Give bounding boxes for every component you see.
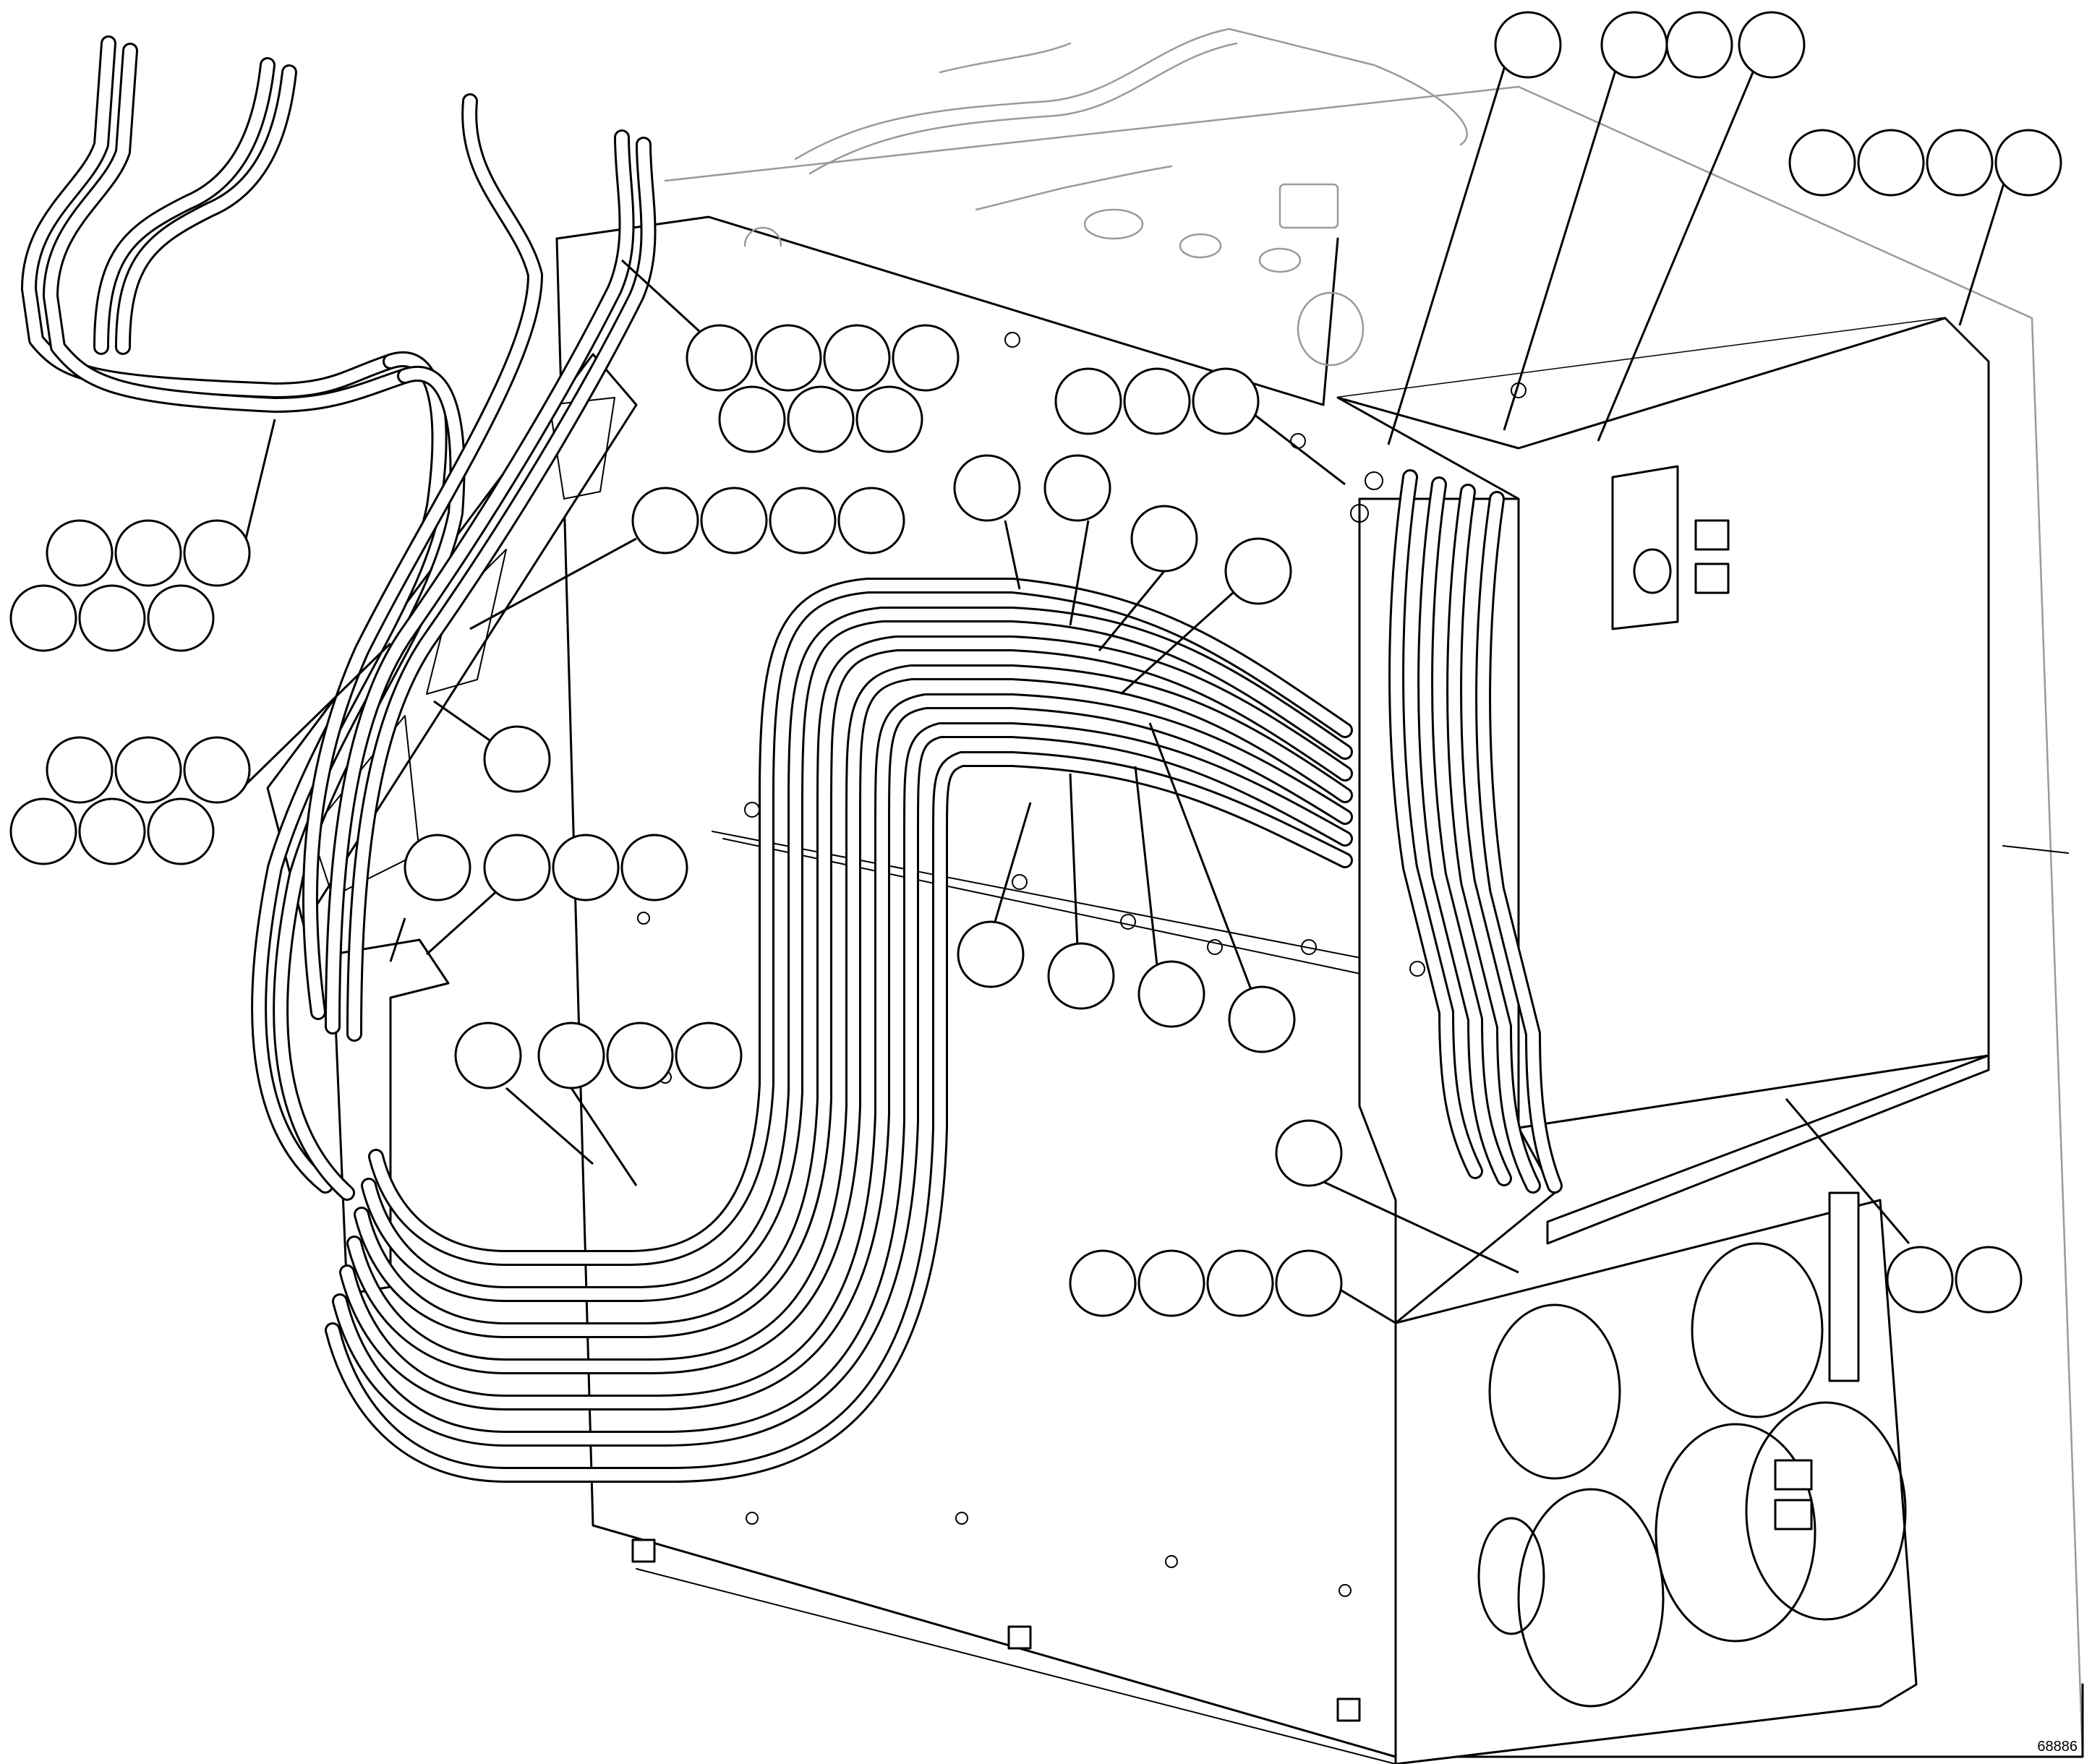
- lower-connectors: [1394, 1191, 1918, 1764]
- callout-group-left-2: [9, 736, 251, 865]
- callout-group-center: [1054, 367, 1260, 435]
- hose-bundle-upper-middle: [302, 93, 657, 1042]
- drawing-number: 68886: [2037, 1739, 2078, 1755]
- callout-group-bottom: [1069, 1249, 1343, 1317]
- leader-lines: [244, 44, 2012, 1324]
- callout-group-single: [483, 725, 551, 793]
- callout-group-left-1: [9, 519, 251, 652]
- callout-group-hose-labels-top: [953, 454, 1292, 605]
- callout-group-upper-center: [686, 324, 960, 453]
- callout-group-lower-left: [454, 1022, 743, 1089]
- hose-bundle-serpentine: [325, 578, 1353, 1483]
- top-piping: [743, 27, 1468, 367]
- callouts: [9, 11, 2062, 1317]
- callout-group-top-1: [1494, 11, 1562, 79]
- callout-group-hose-labels-bottom: [957, 920, 1296, 1053]
- callout-group-top-right: [1788, 129, 2062, 197]
- callout-group-mid-left: [631, 487, 905, 555]
- callout-group-lower-right: [1275, 1119, 1343, 1187]
- callout-group-bottom-right: [1886, 1246, 2023, 1314]
- fittings: [631, 332, 1527, 1722]
- hose-bundle-right-vertical: [1388, 469, 1563, 1194]
- callout-group-top-2: [1600, 11, 1733, 79]
- callout-group-bracket: [404, 834, 688, 902]
- callout-group-top-3: [1738, 11, 1806, 79]
